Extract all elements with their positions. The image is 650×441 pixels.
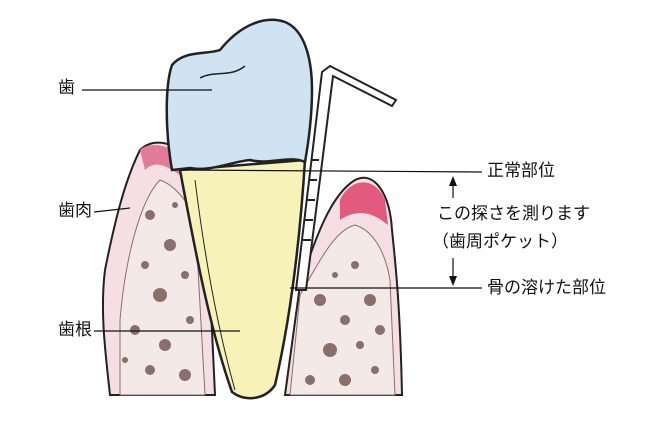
- periodontal-probe: [294, 64, 398, 291]
- label-pocket: （歯周ポケット）: [432, 232, 568, 252]
- root-canal-outline: [194, 179, 236, 391]
- label-gum: 歯肉: [58, 201, 92, 221]
- label-tooth: 歯: [58, 78, 75, 98]
- arrow-down-icon: [449, 276, 457, 286]
- tooth-root: [178, 158, 307, 400]
- bone-right: [289, 224, 396, 396]
- label-root: 歯根: [58, 320, 92, 340]
- label-measure-note: この探さを測ります: [437, 204, 590, 224]
- label-normal-site: 正常部位: [487, 161, 555, 181]
- bone-dots: [122, 202, 385, 386]
- arrow-up-icon: [449, 176, 457, 186]
- leader-lines: [82, 89, 483, 332]
- label-bone-loss-site: 骨の溶けた部位: [487, 278, 606, 298]
- gum-right-margin: [340, 182, 388, 225]
- crown-groove: [199, 65, 246, 79]
- tooth-crown: [165, 18, 314, 172]
